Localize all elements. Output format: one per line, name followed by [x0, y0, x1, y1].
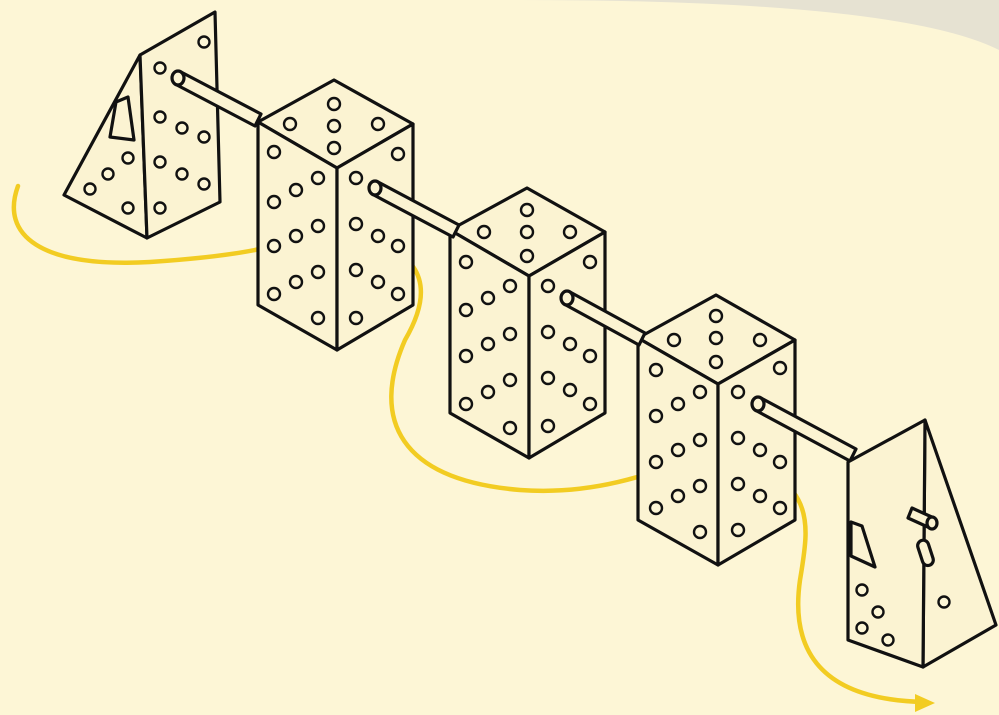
corner-shadow — [520, 0, 999, 50]
perforated-block-3 — [638, 295, 795, 565]
perforated-block-2 — [450, 188, 605, 458]
perforated-block-1 — [258, 80, 413, 350]
right-bracket-side — [923, 420, 996, 667]
left-bracket-side — [64, 55, 147, 238]
arrow-icon — [915, 694, 935, 712]
right-end-bracket — [848, 420, 996, 667]
left-end-bracket — [64, 12, 220, 238]
